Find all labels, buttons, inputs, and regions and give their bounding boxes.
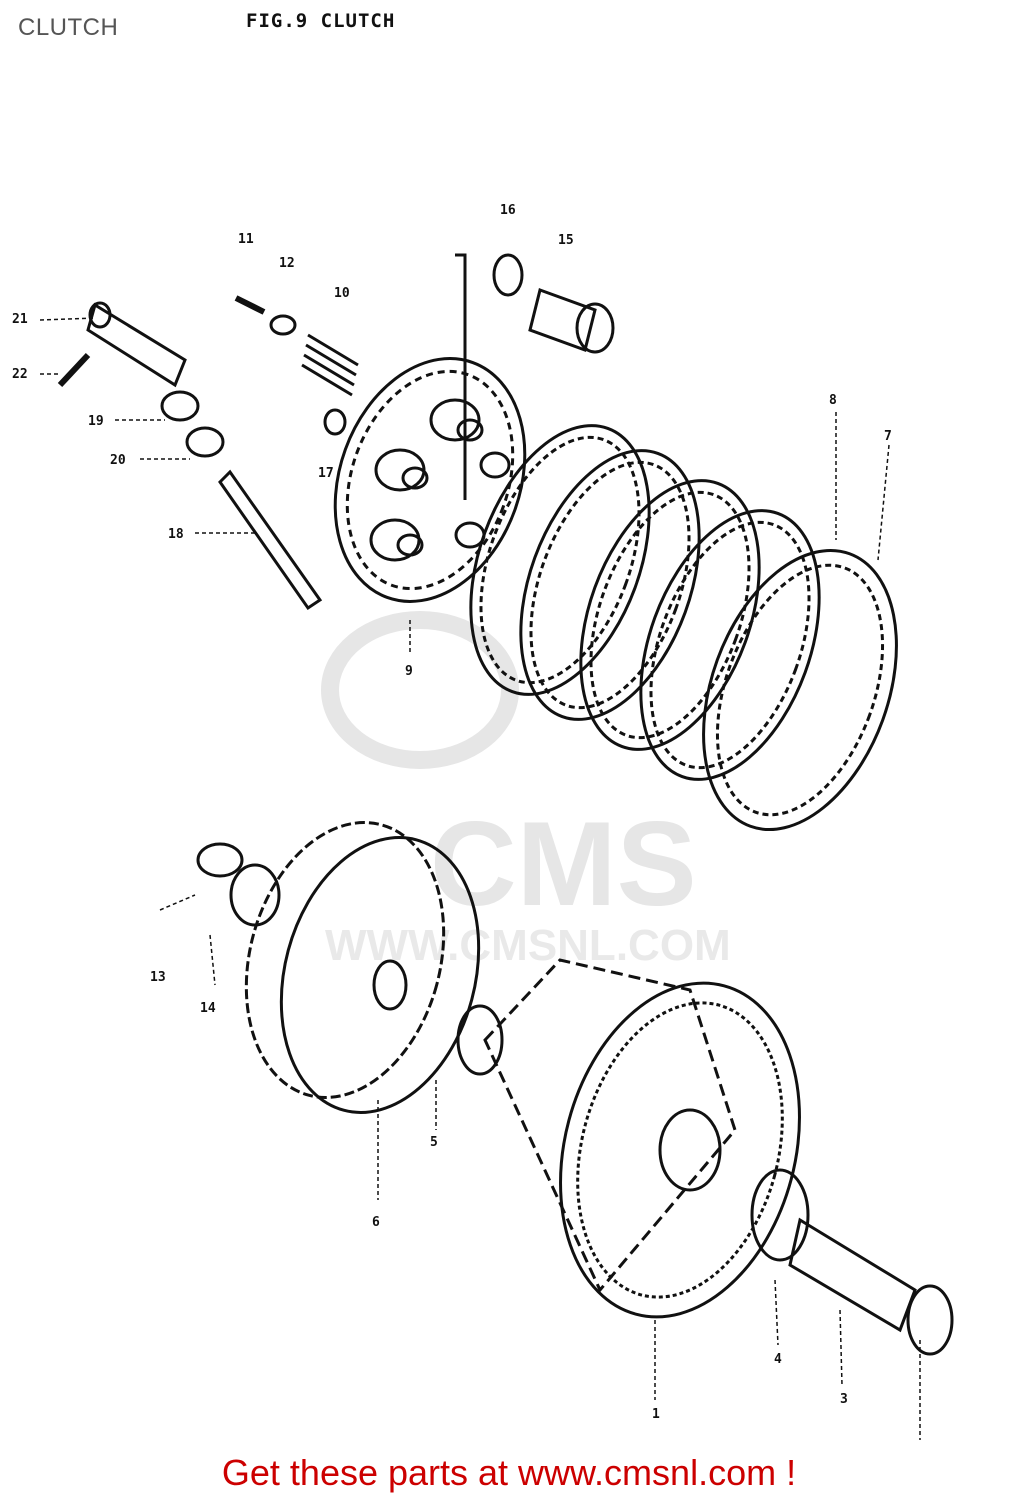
callout-19: 19 bbox=[88, 414, 104, 429]
primary-driven-gear bbox=[196, 821, 504, 1114]
callout-10: 10 bbox=[334, 286, 350, 301]
small-parts bbox=[234, 253, 615, 436]
callout-18: 18 bbox=[168, 527, 184, 542]
callout-3: 3 bbox=[840, 1392, 848, 1407]
callout-labels: 1 3 4 5 6 7 8 9 10 11 12 13 14 15 16 17 … bbox=[12, 203, 892, 1422]
callout-5: 5 bbox=[430, 1135, 438, 1150]
cms-watermark: CMS WWW.CMSNL.COM bbox=[321, 611, 731, 970]
pressure-plate bbox=[333, 253, 527, 603]
callout-12: 12 bbox=[279, 256, 295, 271]
footer-link-text[interactable]: Get these parts at www.cmsnl.com ! bbox=[221, 1452, 797, 1493]
callout-22: 22 bbox=[12, 367, 28, 382]
callout-20: 20 bbox=[110, 453, 126, 468]
clutch-housing bbox=[483, 958, 954, 1356]
figure-title: FIG.9 CLUTCH bbox=[246, 10, 396, 32]
callout-6: 6 bbox=[372, 1215, 380, 1230]
footer-parts-link[interactable]: Get these parts at www.cmsnl.com ! bbox=[0, 1452, 1018, 1494]
callout-14: 14 bbox=[200, 1001, 216, 1016]
callout-15: 15 bbox=[558, 233, 574, 248]
callout-7: 7 bbox=[884, 429, 892, 444]
callout-9: 9 bbox=[405, 664, 413, 679]
callout-21: 21 bbox=[12, 312, 28, 327]
callout-13: 13 bbox=[150, 970, 166, 985]
callout-11: 11 bbox=[238, 232, 254, 247]
callout-1: 1 bbox=[652, 1407, 660, 1422]
callout-16: 16 bbox=[500, 203, 516, 218]
callout-4: 4 bbox=[774, 1352, 782, 1367]
callout-17: 17 bbox=[318, 466, 334, 481]
svg-text:CMS: CMS bbox=[430, 797, 697, 931]
page-title: CLUTCH bbox=[18, 14, 119, 41]
leader-lines bbox=[39, 317, 921, 1440]
callout-8: 8 bbox=[829, 393, 837, 408]
clutch-plate-stack bbox=[469, 424, 898, 832]
release-mechanism bbox=[57, 301, 323, 611]
